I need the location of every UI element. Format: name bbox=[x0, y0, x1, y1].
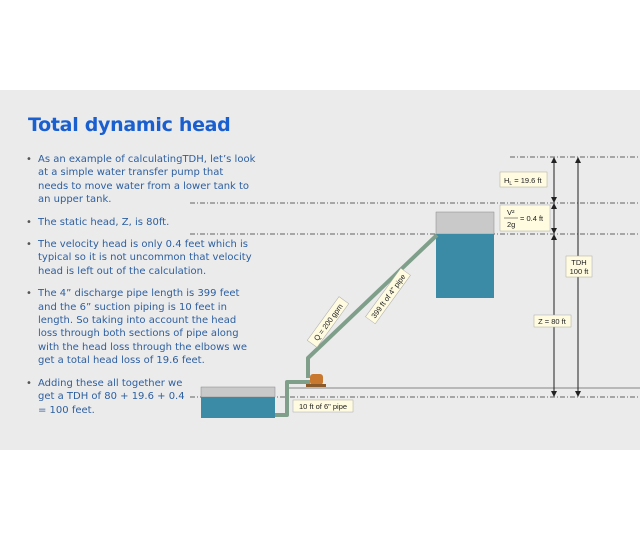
svg-text:HL = 19.6 ft: HL = 19.6 ft bbox=[504, 176, 543, 187]
lower-tank-water bbox=[201, 397, 275, 418]
velocity-head-label: V² 2g = 0.4 ft bbox=[499, 204, 551, 232]
suction-pipe bbox=[275, 380, 310, 417]
upper-tank-water bbox=[436, 234, 494, 298]
discharge-pipe bbox=[306, 233, 439, 378]
bullet-list: As an example of calculatingTDH, let’s l… bbox=[26, 153, 256, 426]
lower-tank-top bbox=[200, 386, 276, 398]
tdh-label: TDH 100 ft bbox=[565, 255, 593, 278]
svg-text:100 ft: 100 ft bbox=[570, 267, 590, 276]
svg-text:TDH: TDH bbox=[571, 258, 586, 267]
z-label: Z = 80 ft bbox=[533, 314, 572, 328]
bullet-item: The velocity head is only 0.4 feet which… bbox=[26, 238, 256, 278]
svg-text:10 ft of 6" pipe: 10 ft of 6" pipe bbox=[299, 402, 347, 411]
bullet-item: The 4” discharge pipe length is 399 feet… bbox=[26, 287, 256, 367]
svg-text:Z = 80 ft: Z = 80 ft bbox=[538, 317, 567, 326]
bullet-item: The static head, Z, is 80ft. bbox=[26, 216, 256, 230]
pump-icon bbox=[306, 374, 326, 387]
suction-pipe-label: 10 ft of 6" pipe bbox=[292, 399, 354, 413]
upper-tank-top bbox=[435, 211, 495, 235]
bullet-item: As an example of calculatingTDH, let’s l… bbox=[26, 153, 256, 207]
hl-label: HL = 19.6 ft bbox=[499, 171, 548, 188]
svg-text:= 0.4 ft: = 0.4 ft bbox=[520, 214, 544, 223]
svg-text:2g: 2g bbox=[507, 220, 515, 229]
svg-text:V²: V² bbox=[507, 208, 515, 217]
bullet-item: Adding these all together we get a TDH o… bbox=[26, 377, 193, 417]
slide-title: Total dynamic head bbox=[28, 114, 231, 136]
